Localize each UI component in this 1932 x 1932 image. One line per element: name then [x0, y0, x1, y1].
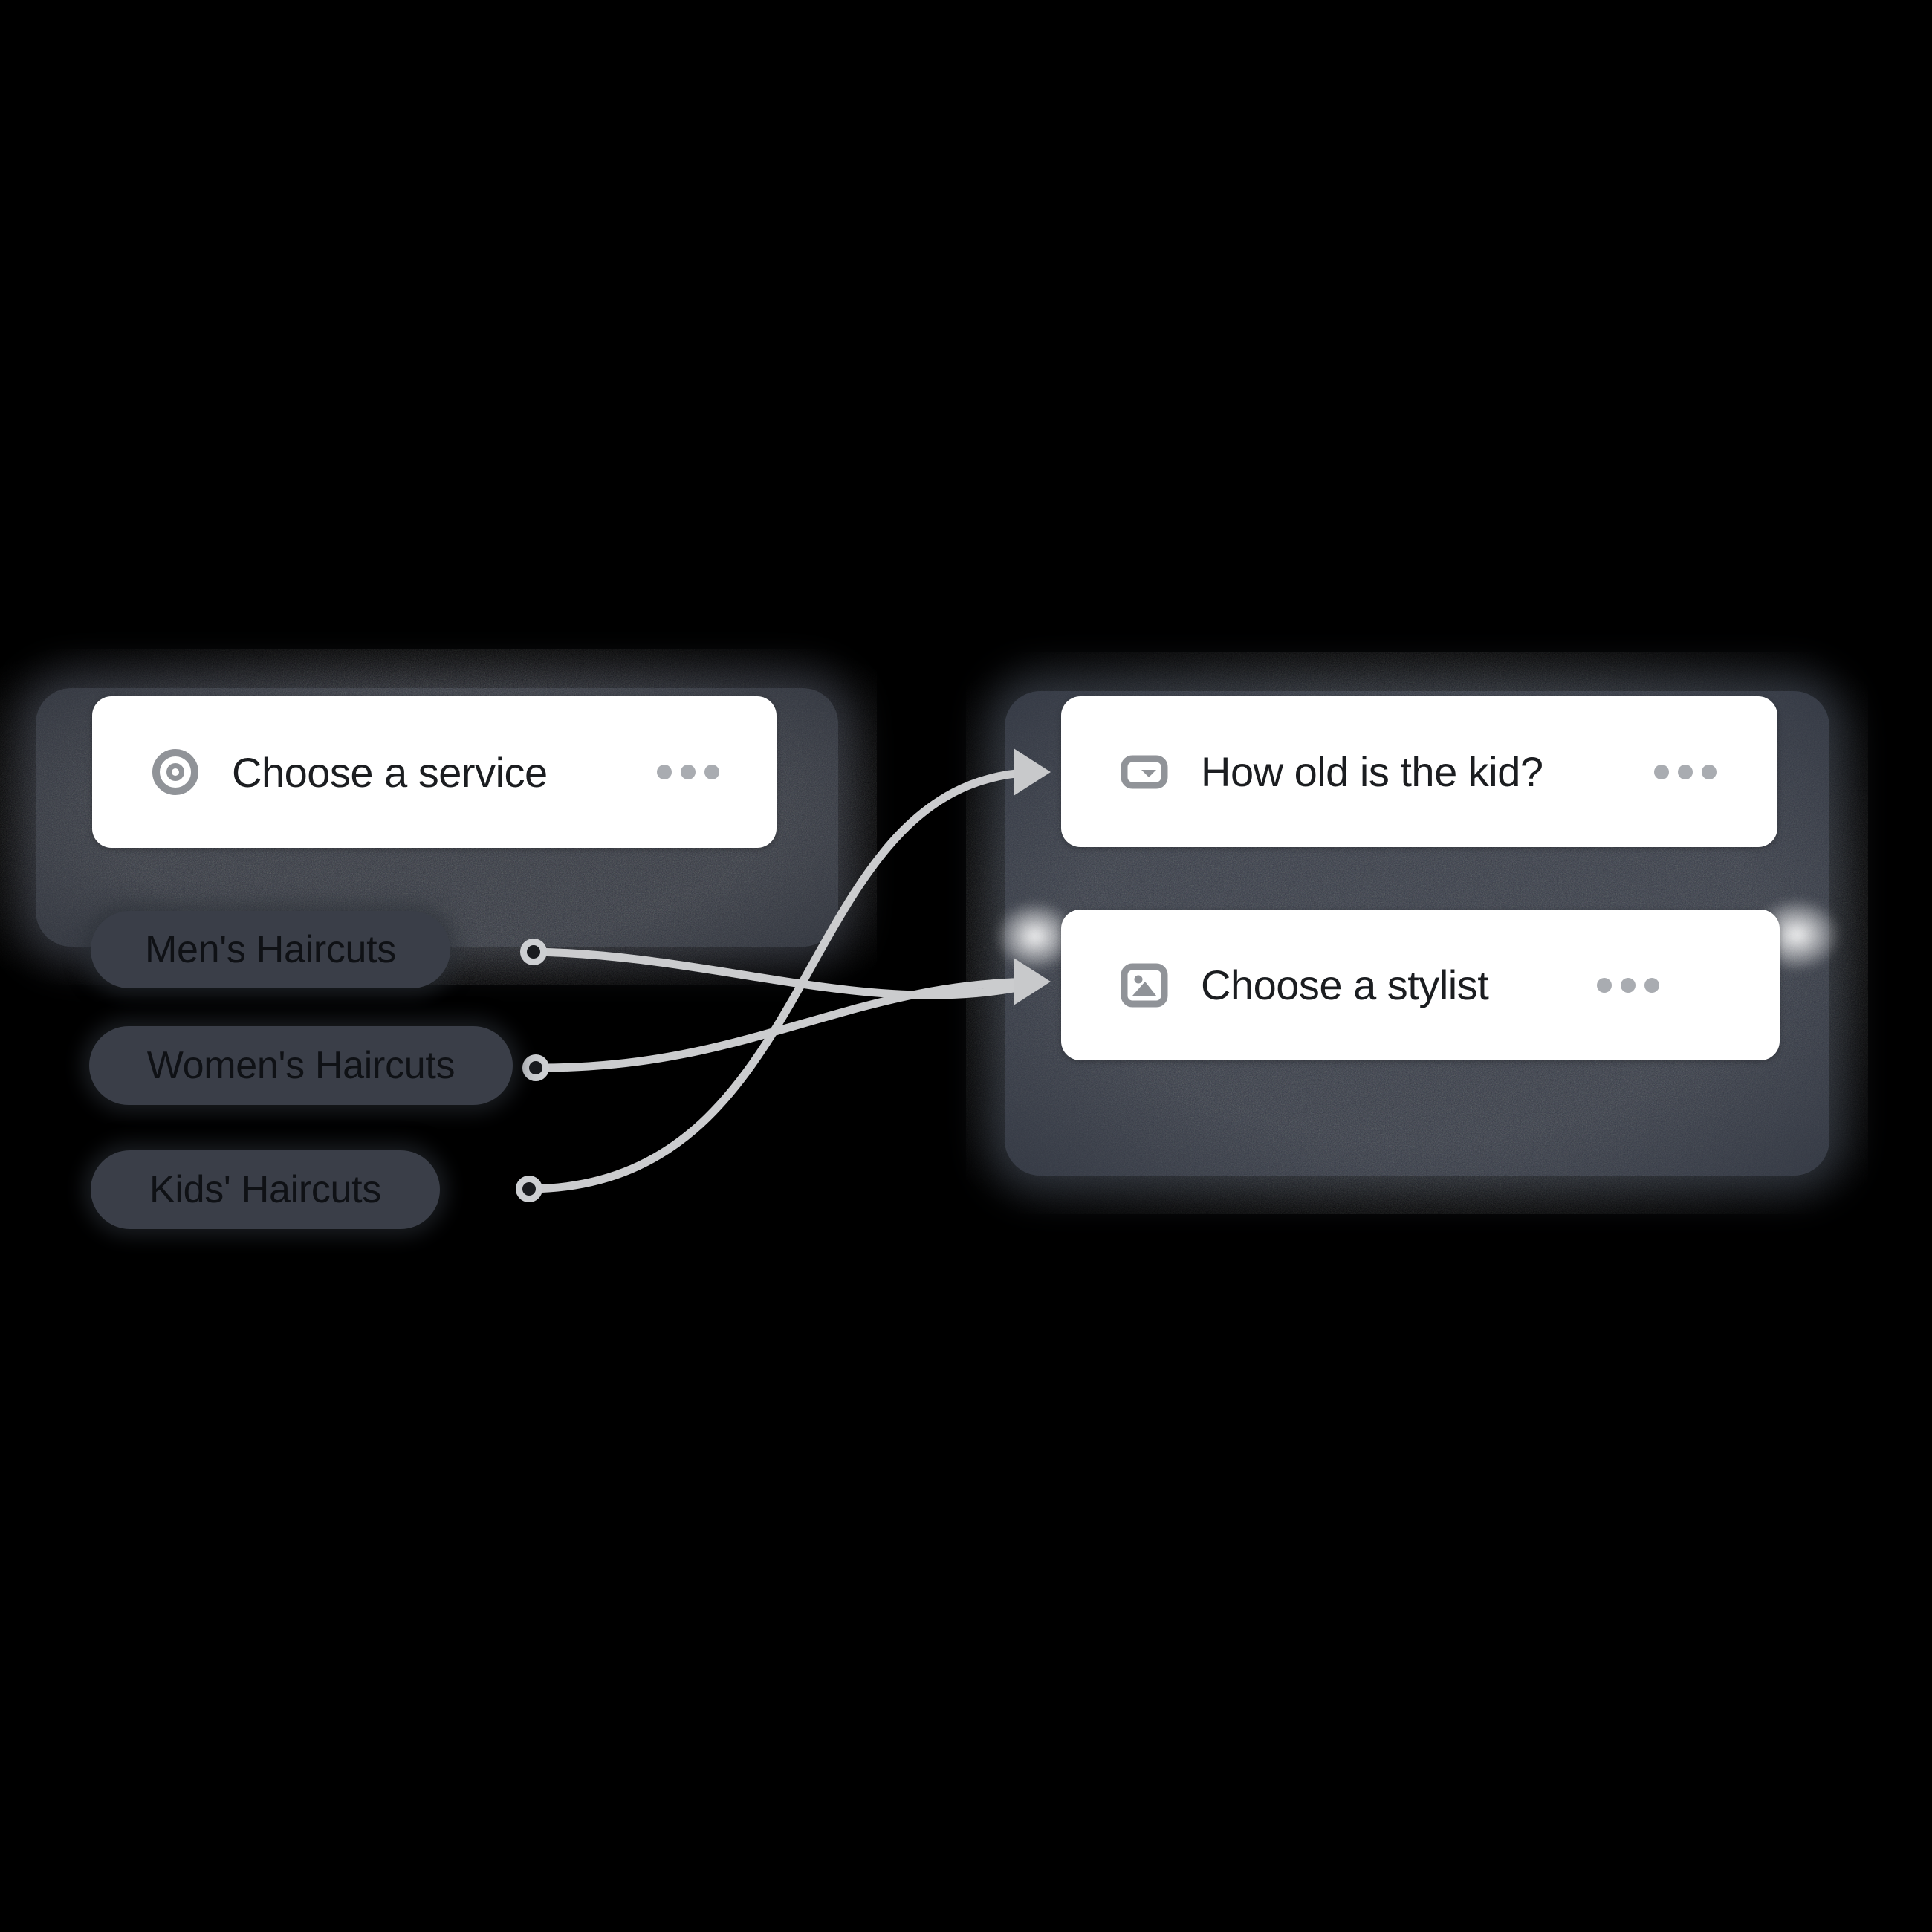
port-dot-womens[interactable] [522, 1054, 549, 1081]
option-pill-mens-haircuts[interactable]: Men's Haircuts [91, 911, 450, 988]
question-card-title: Choose a stylist [1201, 962, 1489, 1008]
question-card-title: How old is the kid? [1201, 748, 1543, 795]
service-card[interactable]: Choose a service [92, 696, 777, 848]
option-pill-womens-haircuts[interactable]: Women's Haircuts [89, 1026, 513, 1105]
dropdown-field-icon [1121, 748, 1168, 796]
connector-womens-to-stylist[interactable] [531, 977, 1043, 1072]
connector-mens-to-stylist[interactable] [529, 947, 1043, 999]
image-icon [1121, 962, 1168, 1009]
arrowhead-icon [1014, 748, 1051, 796]
port-dot-kids[interactable] [516, 1176, 542, 1202]
option-label: Kids' Haircuts [149, 1168, 382, 1211]
more-menu-icon[interactable] [1654, 764, 1717, 779]
option-label: Women's Haircuts [146, 1044, 456, 1087]
more-menu-icon[interactable] [1597, 977, 1659, 993]
service-card-title: Choose a service [232, 748, 548, 796]
question-card-how-old[interactable]: How old is the kid? [1061, 696, 1777, 847]
question-card-stylist[interactable]: Choose a stylist [1061, 910, 1780, 1060]
target-icon [152, 748, 199, 796]
port-dot-mens[interactable] [520, 939, 547, 965]
option-label: Men's Haircuts [144, 928, 397, 971]
option-pill-kids-haircuts[interactable]: Kids' Haircuts [91, 1150, 440, 1229]
more-menu-icon[interactable] [657, 765, 719, 779]
arrowhead-icon [1014, 958, 1051, 1005]
